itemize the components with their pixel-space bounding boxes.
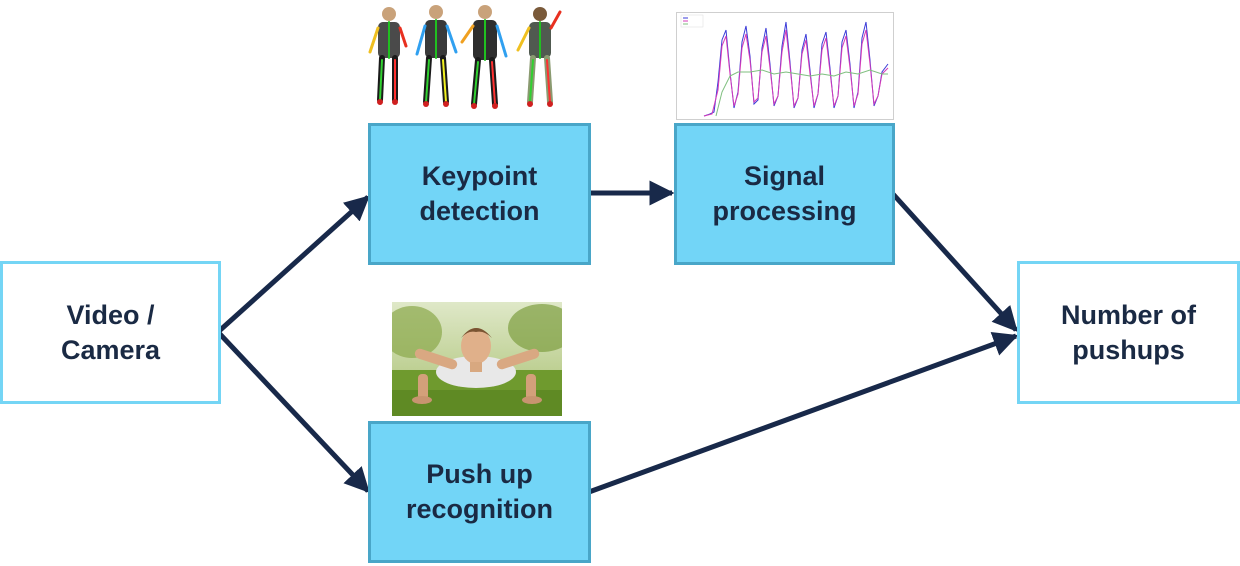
signal-processing-node: Signal processing	[674, 123, 895, 265]
number-of-pushups-node: Number of pushups	[1017, 261, 1240, 404]
arrow-signal-to-count	[891, 192, 1018, 332]
video-camera-node: Video / Camera	[0, 261, 221, 404]
keypoint-detection-node: Keypoint detection	[368, 123, 591, 265]
arrow-video-to-keypoint	[216, 195, 370, 334]
skeleton-figure-3	[460, 5, 508, 109]
pushup-photo	[392, 302, 562, 416]
smoothed-signal-line	[703, 29, 889, 117]
skeleton-figure-4	[516, 7, 562, 107]
baseline-signal-line	[715, 69, 888, 117]
arrow-pushup-to-count	[588, 331, 1019, 495]
arrow-video-to-pushup	[216, 330, 370, 493]
push-up-recognition-node: Push up recognition	[368, 421, 591, 563]
keypoint-skeletons-image	[362, 2, 572, 114]
skeleton-figure-2	[415, 5, 458, 107]
signal-plot-image	[676, 12, 894, 120]
skeleton-figure-1	[368, 7, 408, 105]
